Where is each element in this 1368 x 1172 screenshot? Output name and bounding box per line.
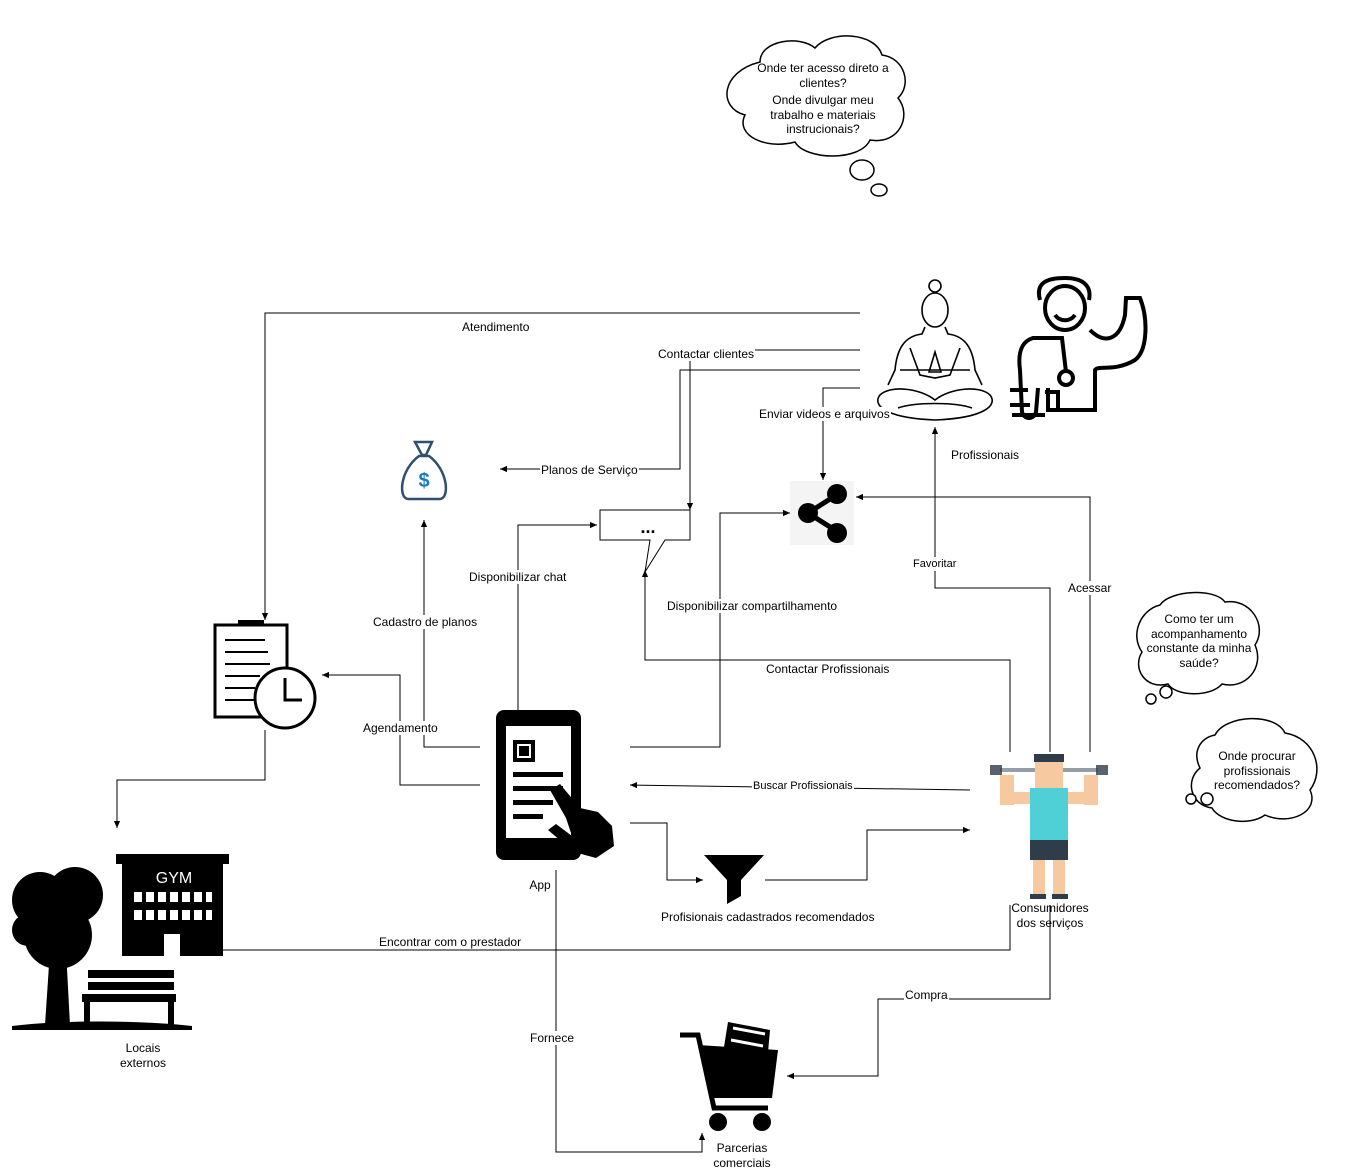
thought-consumidor-2-text: Onde procurar profissionais recomendados… [1203,749,1311,793]
shopping-cart-icon [680,1022,778,1131]
label-favoritar: Favoritar [912,557,958,571]
edge-app-filtro[interactable] [630,822,703,884]
thought-cloud-profissionais [726,35,906,197]
label-agendamento: Agendamento [362,721,439,735]
share-icon[interactable] [790,481,854,545]
label-contactar-clientes: Contactar clientes [657,347,756,361]
edge-disponibilizar-chat[interactable] [517,521,597,710]
label-cadastro-planos: Cadastro de planos [372,615,479,629]
caption-locais: Locais externos [119,1041,167,1070]
chat-dots: ... [640,517,655,537]
edge-cadastro-planos[interactable] [420,520,480,748]
edge-favoritar[interactable] [931,427,1051,752]
label-enviar-videos: Enviar videos e arquivos [758,407,891,421]
schedule-clipboard-icon [213,620,317,730]
label-compra: Compra [904,988,949,1002]
label-encontrar: Encontrar com o prestador [378,935,523,949]
chat-bubble-icon[interactable] [599,509,691,573]
svg-text:$: $ [418,470,429,492]
caption-consumidores: Consumidores dos serviços [1011,901,1089,930]
thought-profissionais-line-1: Onde ter acesso direto a clientes? [757,61,889,90]
label-planos-servico: Planos de Serviço [540,463,639,477]
edge-recomendados[interactable] [765,826,970,881]
thought-profissionais-line-2: Onde divulgar meu trabalho e materiais i… [770,93,876,136]
label-disponibilizar-compartilhamento: Disponibilizar compartilhamento [666,599,839,613]
gym-windows [134,892,212,956]
edge-encontrar[interactable] [200,905,1011,954]
thought-cloud-consumidor-1 [1136,591,1261,705]
thought-profissionais-text: Onde ter acesso direto a clientes? Onde … [752,61,894,137]
caption-profissionais: Profissionais [950,448,1020,462]
label-acessar: Acessar [1067,581,1113,595]
filter-icon[interactable] [704,855,764,904]
gym-building-icon: GYM [116,854,229,956]
edge-atendimento[interactable] [261,312,860,620]
edge-enviar-videos[interactable] [819,387,860,480]
outdoor-locations-icon [12,867,192,1030]
edge-fornece[interactable] [555,870,706,1153]
connectors [113,312,1091,1153]
thought-consumidor-1-line: Como ter um acompanhamento constante da … [1146,612,1252,670]
thought-consumidor-2-line: Onde procurar profissionais recomendados… [1213,749,1301,792]
label-atendimento: Atendimento [461,320,531,334]
edge-acessar[interactable] [856,493,1091,752]
edge-compartilhamento[interactable] [630,509,790,748]
money-bag-icon: $ [400,440,448,501]
caption-parcerias: Parcerias comerciais [713,1141,771,1170]
label-recomendados: Profisionais cadastrados recomendados [660,910,876,924]
label-buscar-profissionais: Buscar Profissionais [752,779,854,793]
caption-app: App [529,878,551,892]
app-phone-icon[interactable] [496,710,614,860]
thought-cloud-consumidor-2 [1185,717,1318,822]
edge-compra[interactable] [787,905,1051,1080]
gym-sign: GYM [156,870,192,887]
label-disponibilizar-chat: Disponibilizar chat [468,570,568,584]
yoga-professional-icon [877,279,993,421]
label-contactar-profissionais: Contactar Profissionais [765,662,891,676]
edge-agenda-locais[interactable] [113,730,266,828]
thought-consumidor-1-text: Como ter um acompanhamento constante da … [1143,612,1255,670]
muscle-doctor-icon [1010,275,1148,420]
label-fornece: Fornece [529,1031,576,1045]
consumer-athlete-icon [990,754,1108,899]
edge-contactar-profissionais[interactable] [641,570,1011,752]
